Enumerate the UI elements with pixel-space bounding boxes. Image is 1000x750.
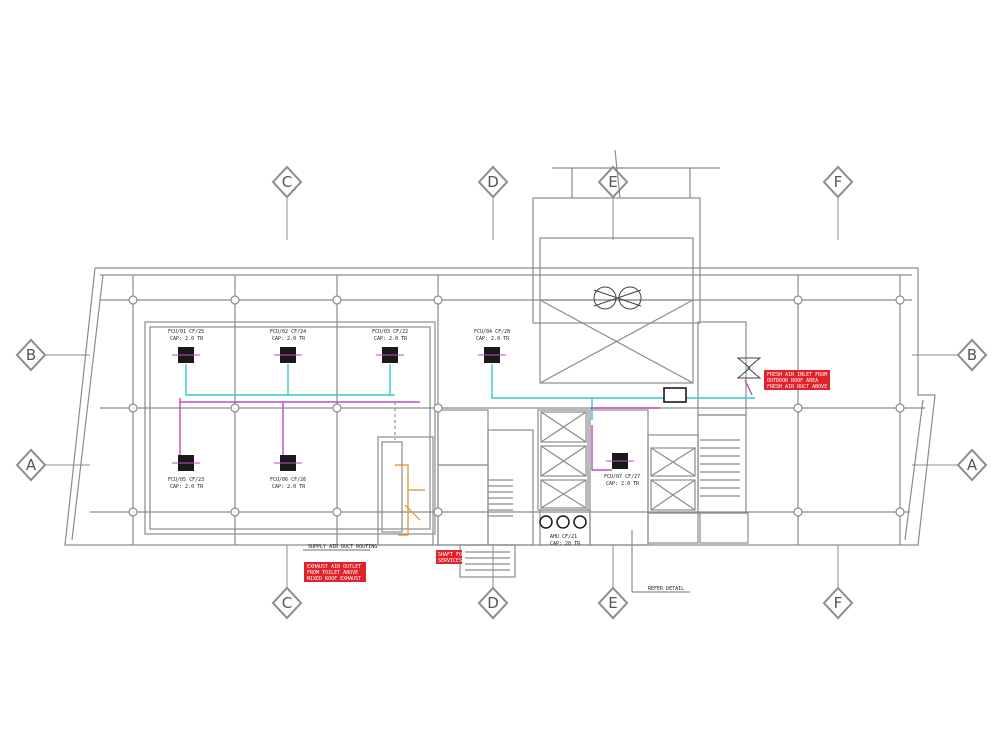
unit-name: FCU/06 CF/26 [270, 477, 306, 483]
fcu-unit-1: FCU/01 CF/25 CAP: 2.0 TR [168, 329, 204, 363]
unit-name: FCU/03 CF/22 [372, 329, 408, 335]
ahu-unit: AHU CF/21 CAP: 20 TR [539, 387, 687, 547]
grid-label: A [26, 456, 37, 474]
fcu-unit-7: FCU/07 CF/27 CAP: 2.0 TR [604, 453, 640, 487]
note-line: FRESH AIR INLET FROM [767, 372, 827, 378]
note-shaft: SHAFT FOR SERVICES [436, 550, 466, 564]
note-line: SHAFT FOR [438, 552, 466, 558]
unit-name: FCU/02 CF/24 [270, 329, 306, 335]
note-line: FRESH AIR DUCT ABOVE [767, 384, 827, 390]
unit-name: FCU/04 CF/28 [474, 329, 510, 335]
grid-label: D [487, 173, 499, 191]
building-outline [64, 149, 936, 593]
unit-capacity: CAP: 2.0 TR [476, 336, 510, 342]
grid-bubble-C-top: C [271, 165, 303, 199]
note-fresh-air: FRESH AIR INLET FROM OUTDOOR ROOF AREA F… [764, 370, 830, 390]
note-line: SERVICES [438, 558, 462, 564]
grid-label: B [26, 346, 36, 364]
supply-duct [185, 364, 755, 420]
unit-name: FCU/01 CF/25 [168, 329, 204, 335]
grid-bubble-F-top: F [822, 165, 854, 199]
grid-label: C [282, 594, 292, 612]
fcu-unit-6: FCU/06 CF/26 CAP: 2.0 TR [270, 455, 306, 490]
grid-bubbles-bottom-lines [286, 545, 839, 590]
grid-bubble-A-right: A [956, 448, 988, 482]
note-line: EXHAUST AIR OUTLET [307, 564, 361, 570]
grid-bubble-E-bottom: E [597, 586, 629, 620]
grid-bubble-E-top: E [597, 165, 629, 199]
fcu-unit-2: FCU/02 CF/24 CAP: 2.0 TR [270, 329, 306, 363]
unit-name: FCU/07 CF/27 [604, 474, 640, 480]
ahu-label: AHU CF/21 [550, 534, 577, 540]
grid-label: F [834, 594, 843, 612]
fcu-unit-5: FCU/05 CF/23 CAP: 2.0 TR [168, 455, 204, 490]
grid-label: D [487, 594, 499, 612]
fcu-unit-4: FCU/04 CF/28 CAP: 2.0 TR [474, 329, 510, 363]
bottom-right-label: REFER DETAIL [648, 586, 684, 592]
unit-capacity: CAP: 2.0 TR [374, 336, 408, 342]
grid-label: E [608, 594, 617, 612]
return-duct [179, 379, 753, 471]
grid-bubble-D-top: D [477, 165, 509, 199]
grid-label: A [967, 456, 978, 474]
unit-capacity: CAP: 2.0 TR [606, 481, 640, 487]
drain-pipe [395, 464, 425, 536]
grid-bubble-C-bottom: C [271, 586, 303, 620]
unit-name: FCU/05 CF/23 [168, 477, 204, 483]
note-exhaust: EXHAUST AIR OUTLET FROM TOILET ABOVE MIX… [304, 562, 366, 582]
columns [128, 295, 905, 517]
grid-bubble-B-right: B [956, 338, 988, 372]
ahu-capacity: CAP: 20 TR [550, 541, 581, 547]
grid-label: B [967, 346, 977, 364]
grid-bubble-B-left: B [15, 338, 47, 372]
unit-capacity: CAP: 2.0 TR [272, 484, 306, 490]
note-line: MIXED ROOF EXHAUST [307, 576, 361, 582]
unit-capacity: CAP: 2.0 TR [272, 336, 306, 342]
note-line: FROM TOILET ABOVE [307, 570, 358, 576]
grid-label: E [608, 173, 617, 191]
bottom-left-label: SUPPLY AIR DUCT ROUTING [308, 544, 377, 550]
grid-label: C [282, 173, 292, 191]
grid-bubble-D-bottom: D [477, 586, 509, 620]
note-line: OUTDOOR ROOF AREA [767, 378, 818, 384]
fan-symbols [593, 286, 762, 379]
unit-capacity: CAP: 2.0 TR [170, 484, 204, 490]
grid-bubble-F-bottom: F [822, 586, 854, 620]
fcu-unit-3: FCU/03 CF/22 CAP: 2.0 TR [372, 329, 408, 363]
grid-bubbles-top [286, 195, 839, 240]
grid-bubble-A-left: A [15, 448, 47, 482]
unit-capacity: CAP: 2.0 TR [170, 336, 204, 342]
grid-label: F [834, 173, 843, 191]
grid-lines-horizontal-ext [45, 354, 958, 466]
